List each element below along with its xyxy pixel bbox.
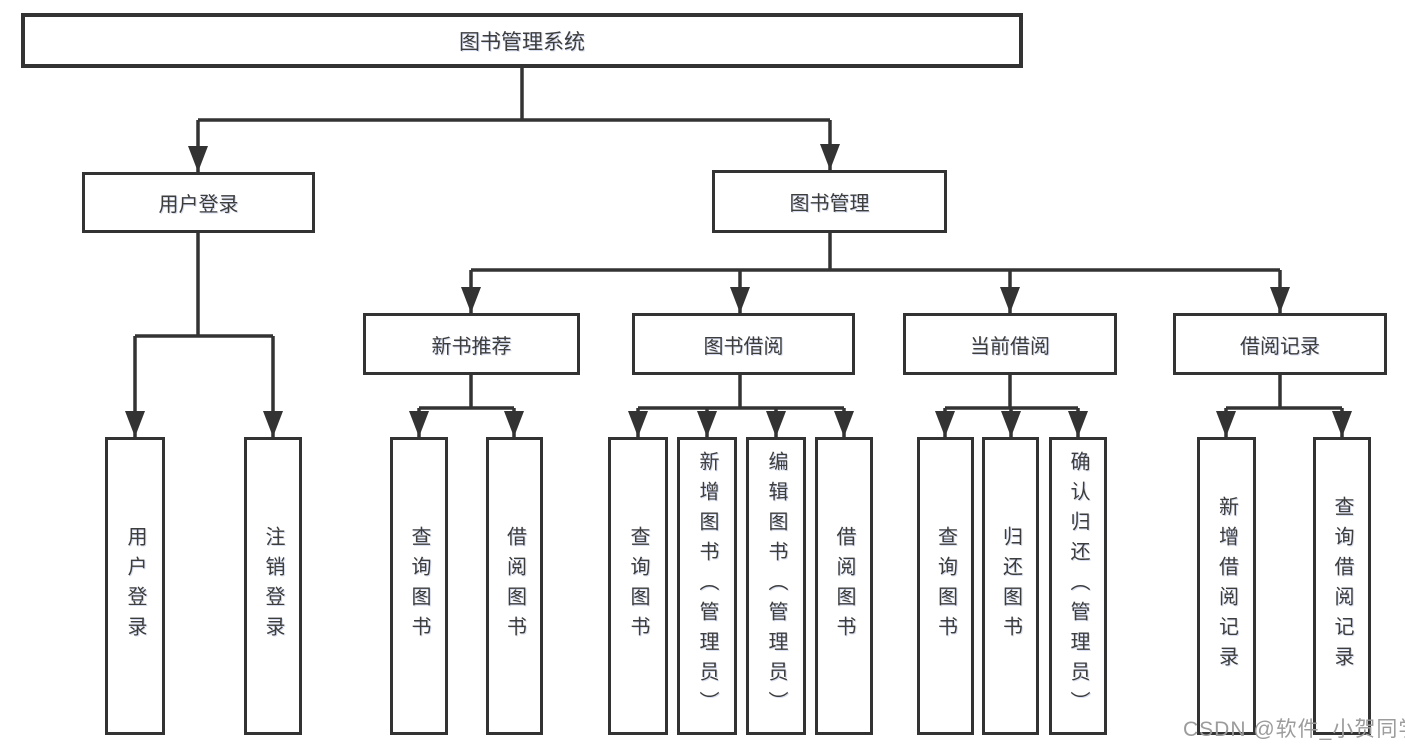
arrow-down-icon	[820, 144, 840, 170]
leaf-label: 查询借阅记录	[1331, 496, 1353, 676]
leaf-borrow-books-2: 借阅图书	[815, 437, 873, 735]
arrow-down-icon	[1001, 411, 1021, 437]
leaf-label: 确认归还（管理员）	[1067, 451, 1089, 721]
arrow-down-icon	[263, 411, 283, 437]
leaf-add-borrow-record: 新增借阅记录	[1197, 437, 1256, 735]
leaf-label: 编辑图书（管理员）	[765, 451, 787, 721]
node-book-management: 图书管理	[712, 170, 947, 233]
leaf-query-borrow-record: 查询借阅记录	[1313, 437, 1371, 735]
node-user-login: 用户登录	[82, 172, 315, 233]
arrow-down-icon	[504, 411, 524, 437]
leaf-label: 查询图书	[934, 526, 957, 646]
leaf-logout: 注销登录	[244, 437, 302, 735]
leaf-add-books-admin: 新增图书（管理员）	[677, 437, 737, 735]
leaf-return-books: 归还图书	[982, 437, 1039, 735]
arrow-down-icon	[697, 411, 717, 437]
arrow-down-icon	[1000, 287, 1020, 313]
node-borrow-records: 借阅记录	[1173, 313, 1387, 375]
arrow-down-icon	[834, 411, 854, 437]
leaf-label: 查询图书	[627, 526, 649, 646]
csdn-watermark: CSDN @软件_小贺同学	[1183, 718, 1405, 741]
node-current-borrow: 当前借阅	[903, 313, 1117, 375]
arrow-down-icon	[1216, 411, 1236, 437]
leaf-label: 查询图书	[408, 526, 430, 646]
arrow-down-icon	[1068, 411, 1088, 437]
arrow-down-icon	[1332, 411, 1352, 437]
arrow-down-icon	[409, 411, 429, 437]
arrow-down-icon	[935, 411, 955, 437]
leaf-confirm-return-admin: 确认归还（管理员）	[1049, 437, 1107, 735]
leaf-query-books-2: 查询图书	[608, 437, 668, 735]
leaf-label: 借阅图书	[503, 526, 526, 646]
leaf-label: 用户登录	[124, 526, 146, 646]
arrow-down-icon	[188, 146, 208, 172]
leaf-user-login: 用户登录	[105, 437, 165, 735]
arrow-down-icon	[766, 411, 786, 437]
leaf-query-books-3: 查询图书	[917, 437, 974, 735]
arrow-down-icon	[125, 411, 145, 437]
arrow-down-icon	[730, 287, 750, 313]
node-book-borrow: 图书借阅	[632, 313, 855, 375]
arrow-down-icons	[125, 144, 1352, 437]
leaf-label: 新增图书（管理员）	[696, 451, 718, 721]
tree-edges	[133, 68, 1344, 437]
arrow-down-icon	[628, 411, 648, 437]
leaf-query-books-1: 查询图书	[390, 437, 448, 735]
leaf-label: 新增借阅记录	[1215, 496, 1238, 676]
leaf-label: 注销登录	[262, 526, 284, 646]
node-new-book-recommend: 新书推荐	[363, 313, 580, 375]
leaf-label: 归还图书	[999, 526, 1022, 646]
leaf-borrow-books-1: 借阅图书	[486, 437, 543, 735]
arrow-down-icon	[1270, 287, 1290, 313]
arrow-down-icon	[461, 287, 481, 313]
leaf-label: 借阅图书	[833, 526, 855, 646]
leaf-edit-books-admin: 编辑图书（管理员）	[746, 437, 806, 735]
node-library-management-system: 图书管理系统	[21, 13, 1023, 68]
